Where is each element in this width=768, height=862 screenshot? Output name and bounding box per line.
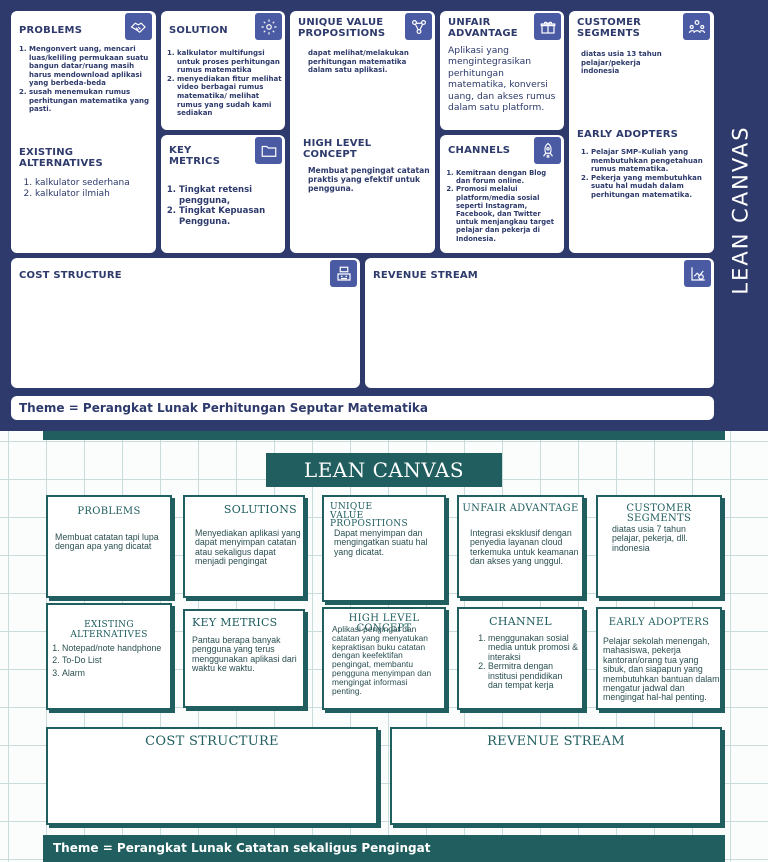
list-item: Notepad/note handphone: [62, 643, 171, 653]
top-strip: [43, 431, 725, 440]
uvp-body: Dapat menyimpan dan mengingatkan suatu h…: [334, 528, 428, 557]
existing-alternatives-body: Notepad/note handphone To-Do List Alarm: [53, 643, 171, 678]
people-icon: [683, 13, 710, 40]
list-item: Tingkat retensi pengguna,: [179, 185, 281, 206]
unfair-advantage-body: Integrasi eksklusif dengan penyedia laya…: [470, 528, 579, 567]
key-metrics-body: Tingkat retensi pengguna, Tingkat Kepuas…: [169, 185, 281, 227]
unfair-advantage-card: UNFAIR ADVANTAGE Integrasi eksklusif den…: [457, 495, 587, 601]
list-item: Mengonvert uang, mencari luas/keliling p…: [29, 45, 151, 88]
bottom-lean-canvas: LEAN CANVAS PROBLEMS Membuat catatan tap…: [0, 431, 768, 862]
customer-segments-card: CUSTOMER SEGMENTS diatas usia 13 tahun p…: [569, 11, 714, 253]
list-item: Bermitra dengan institusi pendidikan dan…: [488, 661, 579, 690]
key-metrics-body: Pantau berapa banyak pengguna yang terus…: [192, 635, 297, 674]
solution-title: SOLUTION: [169, 25, 228, 36]
solutions-card: SOLUTIONS Menyediakan aplikasi yang dapa…: [183, 495, 308, 601]
revenue-stream-card: REVENUE STREAM: [365, 258, 714, 388]
solution-body: kalkulator multifungsi untuk proses perh…: [167, 49, 282, 118]
cash-register-icon: [330, 260, 357, 287]
channels-card: CHANNELS Kemitraan dengan Blog dan forum…: [440, 135, 564, 253]
top-lean-canvas: PROBLEMS Mengonvert uang, mencari luas/k…: [0, 0, 768, 431]
early-adopters-body: Pelajar sekolah menengah, mahasiswa, pek…: [603, 636, 720, 703]
list-item: To-Do List: [62, 655, 171, 665]
list-item: Tingkat Kepuasan Pengguna.: [179, 206, 281, 227]
list-item: Pelajar SMP–Kuliah yang membutuhkan peng…: [591, 148, 709, 174]
customer-segments-body: diatas usia 7 tahun pelajar, pekerja, dl…: [612, 524, 688, 553]
solutions-body: Menyediakan aplikasi yang dapat menyimpa…: [195, 528, 301, 567]
uvp-title: UNIQUE VALUE PROPOSITIONS: [298, 17, 386, 39]
list-item: kalkulator ilmiah: [35, 189, 153, 200]
solution-card: SOLUTION kalkulator multifungsi untuk pr…: [161, 11, 285, 130]
uvp-title: UNIQUE VALUE PROPOSITIONS: [330, 502, 408, 529]
problems-title: PROBLEMS: [19, 25, 83, 36]
uvp-card: UNIQUE VALUE PROPOSITIONS Dapat menyimpa…: [322, 495, 449, 605]
cost-structure-card: COST STRUCTURE: [11, 258, 360, 388]
channel-title: CHANNEL: [489, 615, 552, 628]
gift-icon: [534, 13, 561, 40]
key-metrics-title: KEY METRICS: [192, 616, 278, 629]
early-adopters-card: EARLY ADOPTERS Pelajar sekolah menengah,…: [596, 607, 725, 713]
uvp-card: UNIQUE VALUE PROPOSITIONS dapat melihat/…: [290, 11, 435, 253]
list-item: kalkulator sederhana: [35, 178, 153, 189]
existing-alternatives-title: EXISTING ALTERNATIVES: [70, 620, 148, 640]
list-item: Pekerja yang membutuhkan suatu hal mudah…: [591, 174, 709, 200]
hlc-title: HIGH LEVEL CONCEPT: [303, 138, 372, 160]
channels-title: CHANNELS: [448, 145, 511, 156]
early-adopters-body: Pelajar SMP–Kuliah yang membutuhkan peng…: [581, 148, 709, 200]
cost-structure-title: COST STRUCTURE: [145, 734, 279, 749]
solutions-title: SOLUTIONS: [223, 503, 297, 516]
hlc-card: HIGH LEVEL CONCEPT Aplikasi pengingat da…: [322, 607, 449, 713]
cost-structure-card: COST STRUCTURE: [46, 727, 381, 828]
key-metrics-card: KEY METRICS Tingkat retensi pengguna, Ti…: [161, 135, 285, 253]
problems-body: Mengonvert uang, mencari luas/keliling p…: [19, 45, 151, 114]
key-metrics-title: KEY METRICS: [169, 145, 221, 167]
network-icon: [405, 13, 432, 40]
handshake-icon: [125, 13, 152, 40]
list-item: Kemitraan dengan Blog dan forum online.: [456, 169, 562, 185]
channel-card: CHANNEL menggunakan sosial media untuk p…: [457, 607, 587, 713]
theme-bar: Theme = Perangkat Lunak Catatan sekaligu…: [43, 835, 725, 862]
hlc-body: Aplikasi pengingat dan catatan yang meny…: [332, 624, 432, 696]
early-adopters-title: EARLY ADOPTERS: [577, 129, 679, 140]
list-item: menggunakan sosial media untuk promosi &…: [488, 633, 579, 662]
key-metrics-card: KEY METRICS Pantau berapa banyak penggun…: [183, 609, 308, 711]
problems-card: PROBLEMS Membuat catatan tapi lupa denga…: [46, 495, 175, 601]
cost-structure-title: COST STRUCTURE: [19, 270, 122, 281]
unfair-advantage-title: UNFAIR ADVANTAGE: [448, 17, 518, 39]
unfair-advantage-card: UNFAIR ADVANTAGE Aplikasi yang menginteg…: [440, 11, 564, 130]
customer-segments-body: diatas usia 13 tahun pelajar/pekerja ind…: [581, 50, 662, 76]
uvp-body: dapat melihat/melakukan perhitungan mate…: [308, 49, 409, 75]
list-item: Promosi melalui platform/media sosial se…: [456, 185, 562, 242]
list-item: menyediakan fitur melihat video berbagai…: [177, 75, 282, 118]
list-item: kalkulator multifungsi untuk proses perh…: [177, 49, 282, 75]
existing-alternatives-body: kalkulator sederhana kalkulator ilmiah: [25, 178, 153, 200]
theme-bar: Theme = Perangkat Lunak Perhitungan Sepu…: [11, 396, 714, 420]
existing-alternatives-card: EXISTING ALTERNATIVES Notepad/note handp…: [46, 603, 175, 713]
hlc-body: Membuat pengingat catatan praktis yang e…: [308, 166, 430, 194]
early-adopters-title: EARLY ADOPTERS: [608, 617, 710, 628]
list-item: susah menemukan rumus perhitungan matema…: [29, 88, 151, 114]
revenue-stream-card: REVENUE STREAM: [390, 727, 725, 828]
gear-icon: [255, 13, 282, 40]
side-title: LEAN CANVAS: [729, 125, 753, 295]
revenue-stream-title: REVENUE STREAM: [373, 270, 478, 281]
customer-segments-title: CUSTOMER SEGMENTS: [577, 17, 642, 39]
customer-segments-title: CUSTOMER SEGMENTS: [626, 503, 692, 524]
folder-icon: [255, 137, 282, 164]
problems-card: PROBLEMS Mengonvert uang, mencari luas/k…: [11, 11, 156, 253]
chart-icon: [684, 260, 711, 287]
hlc-title: HIGH LEVEL CONCEPT: [348, 613, 420, 634]
customer-segments-card: CUSTOMER SEGMENTS diatas usia 7 tahun pe…: [596, 495, 725, 601]
problems-title: PROBLEMS: [77, 506, 141, 517]
list-item: Alarm: [62, 668, 171, 678]
unfair-advantage-title: UNFAIR ADVANTAGE: [462, 503, 579, 514]
rocket-icon: [534, 137, 561, 164]
unfair-advantage-body: Aplikasi yang mengintegrasikan perhitung…: [448, 45, 556, 114]
existing-alternatives-title: EXISTING ALTERNATIVES: [19, 147, 103, 169]
canvas-title: LEAN CANVAS: [266, 453, 502, 487]
channel-body: menggunakan sosial media untuk promosi &…: [477, 633, 579, 690]
channels-body: Kemitraan dengan Blog dan forum online. …: [446, 169, 562, 243]
revenue-stream-title: REVENUE STREAM: [487, 734, 625, 749]
problems-body: Membuat catatan tapi lupa dengan apa yan…: [55, 532, 159, 552]
